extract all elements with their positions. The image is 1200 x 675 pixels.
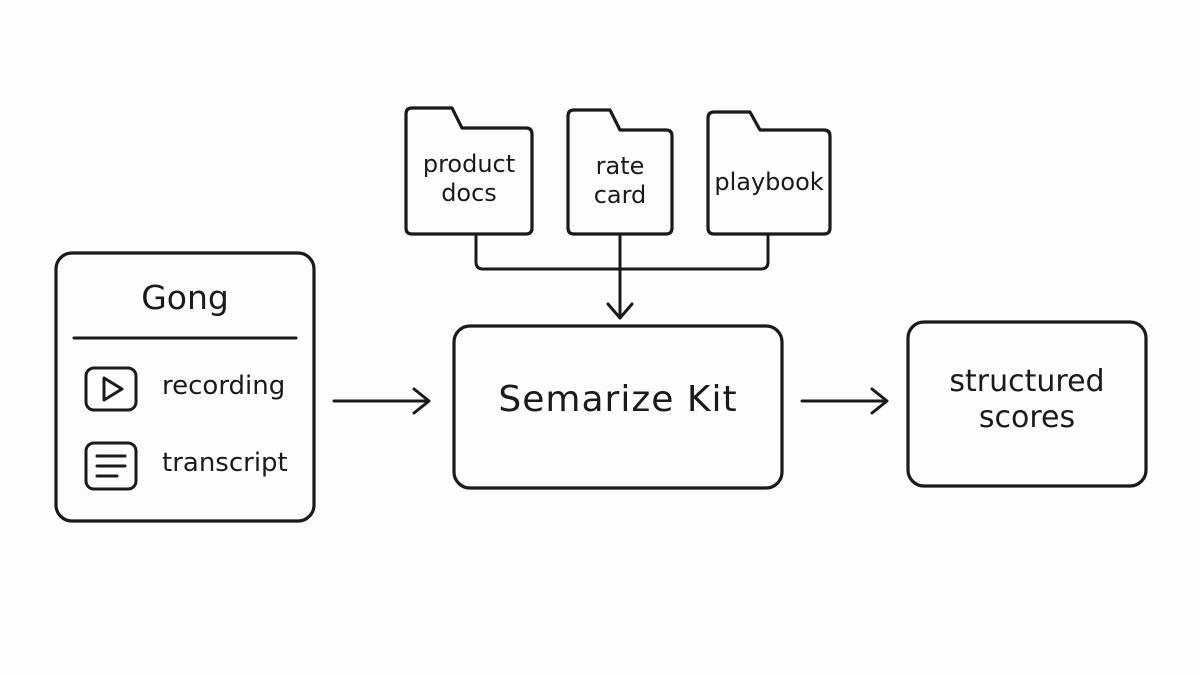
transcript-label: transcript xyxy=(162,448,288,478)
folders-connector xyxy=(474,234,770,271)
structured-scores-label: structured scores xyxy=(949,364,1105,435)
gong-source-box xyxy=(54,251,316,523)
recording-label: recording xyxy=(162,371,286,401)
play-icon xyxy=(84,366,138,412)
semarize-kit-label: Semarize Kit xyxy=(498,379,738,420)
semarize-kit-box xyxy=(452,324,784,490)
folder-icon-playbook xyxy=(706,110,832,236)
folder-label-playbook: playbook xyxy=(714,168,824,196)
folder-label-product-docs: product docs xyxy=(422,150,516,207)
document-lines-icon xyxy=(84,441,138,491)
gong-title: Gong xyxy=(141,278,229,317)
kit-to-output-arrowhead xyxy=(870,387,889,415)
folder-label-rate-card: rate card xyxy=(593,152,647,209)
structured-scores-box xyxy=(906,320,1148,488)
play-icon-triangle xyxy=(102,376,124,402)
folders-to-kit-arrowhead xyxy=(606,302,634,320)
folder-icon-product-docs xyxy=(404,106,534,236)
gong-to-kit-arrowhead xyxy=(412,387,431,415)
folder-icon-rate-card xyxy=(566,108,674,236)
